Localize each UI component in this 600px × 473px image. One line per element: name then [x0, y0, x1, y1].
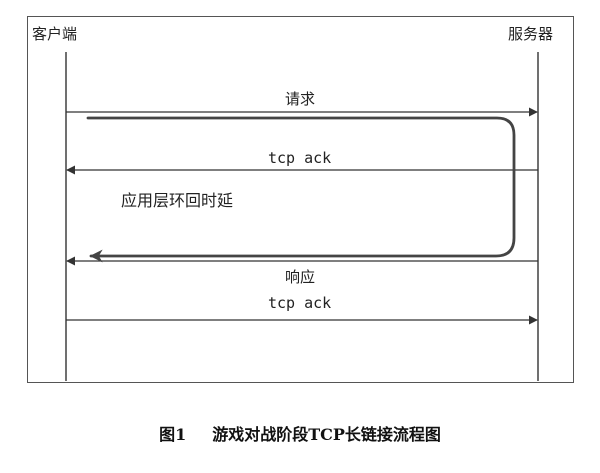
figure-title: 游戏对战阶段TCP长链接流程图	[212, 425, 441, 444]
figure-number: 图1	[159, 425, 187, 444]
msg-tcp-ack-2-label: tcp ack	[268, 294, 332, 312]
rtt-loop-path	[86, 116, 516, 263]
msg-response-label: 响应	[285, 268, 316, 286]
figure-caption: 图1 游戏对战阶段TCP长链接流程图	[0, 421, 600, 445]
msg-tcp-ack-1-label: tcp ack	[268, 149, 332, 167]
server-participant-label: 服务器	[508, 25, 554, 43]
rtt-annotation-label: 应用层环回时延	[121, 191, 234, 210]
client-participant-label: 客户端	[32, 25, 78, 43]
msg-request-label: 请求	[285, 90, 316, 108]
diagram-frame	[27, 16, 574, 383]
